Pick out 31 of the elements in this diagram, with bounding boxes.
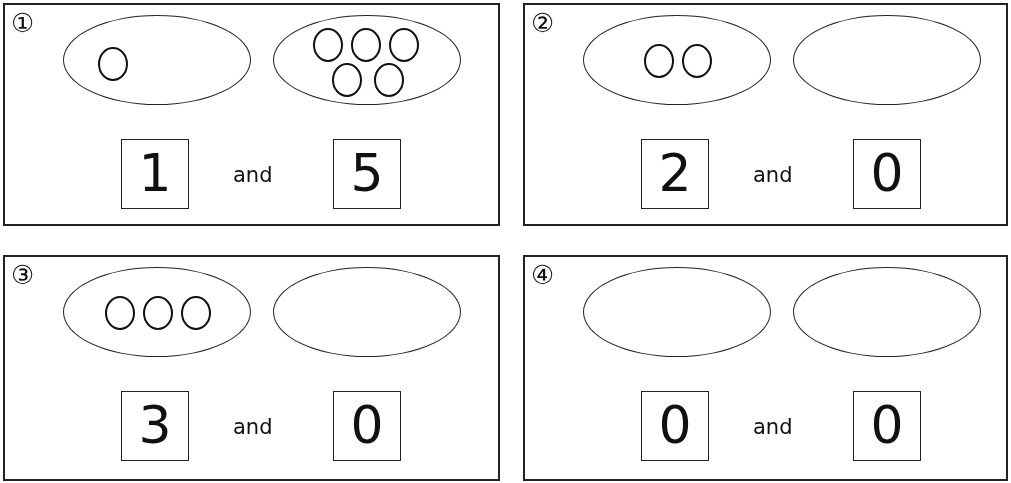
number-box: 0 (853, 391, 921, 461)
exercise-panel (3, 3, 500, 226)
counter-circle (105, 296, 135, 330)
number-box: 0 (641, 391, 709, 461)
counter-circle (351, 28, 381, 62)
exercise-number: ① (11, 9, 35, 37)
number-box: 0 (333, 391, 401, 461)
exercise-number: ④ (531, 261, 555, 289)
connecting-word: and (753, 163, 793, 187)
exercise-panel (523, 3, 1008, 226)
counter-circle (143, 296, 173, 330)
counter-circle (644, 44, 674, 78)
exercise-panel (3, 255, 500, 481)
exercise-number: ② (531, 9, 555, 37)
counter-circle (97, 47, 128, 81)
connecting-word: and (753, 415, 793, 439)
counter-circle (374, 63, 404, 97)
counter-circle (389, 28, 419, 62)
counter-circle (181, 296, 211, 330)
counter-circle (682, 44, 712, 78)
number-box: 0 (853, 139, 921, 209)
number-box: 2 (641, 139, 709, 209)
counter-circle (332, 63, 362, 97)
counter-circle (313, 28, 343, 62)
connecting-word: and (233, 415, 273, 439)
number-box: 3 (121, 391, 189, 461)
connecting-word: and (233, 163, 273, 187)
number-box: 1 (121, 139, 189, 209)
exercise-number: ③ (11, 261, 35, 289)
exercise-panel (523, 255, 1008, 481)
number-box: 5 (333, 139, 401, 209)
